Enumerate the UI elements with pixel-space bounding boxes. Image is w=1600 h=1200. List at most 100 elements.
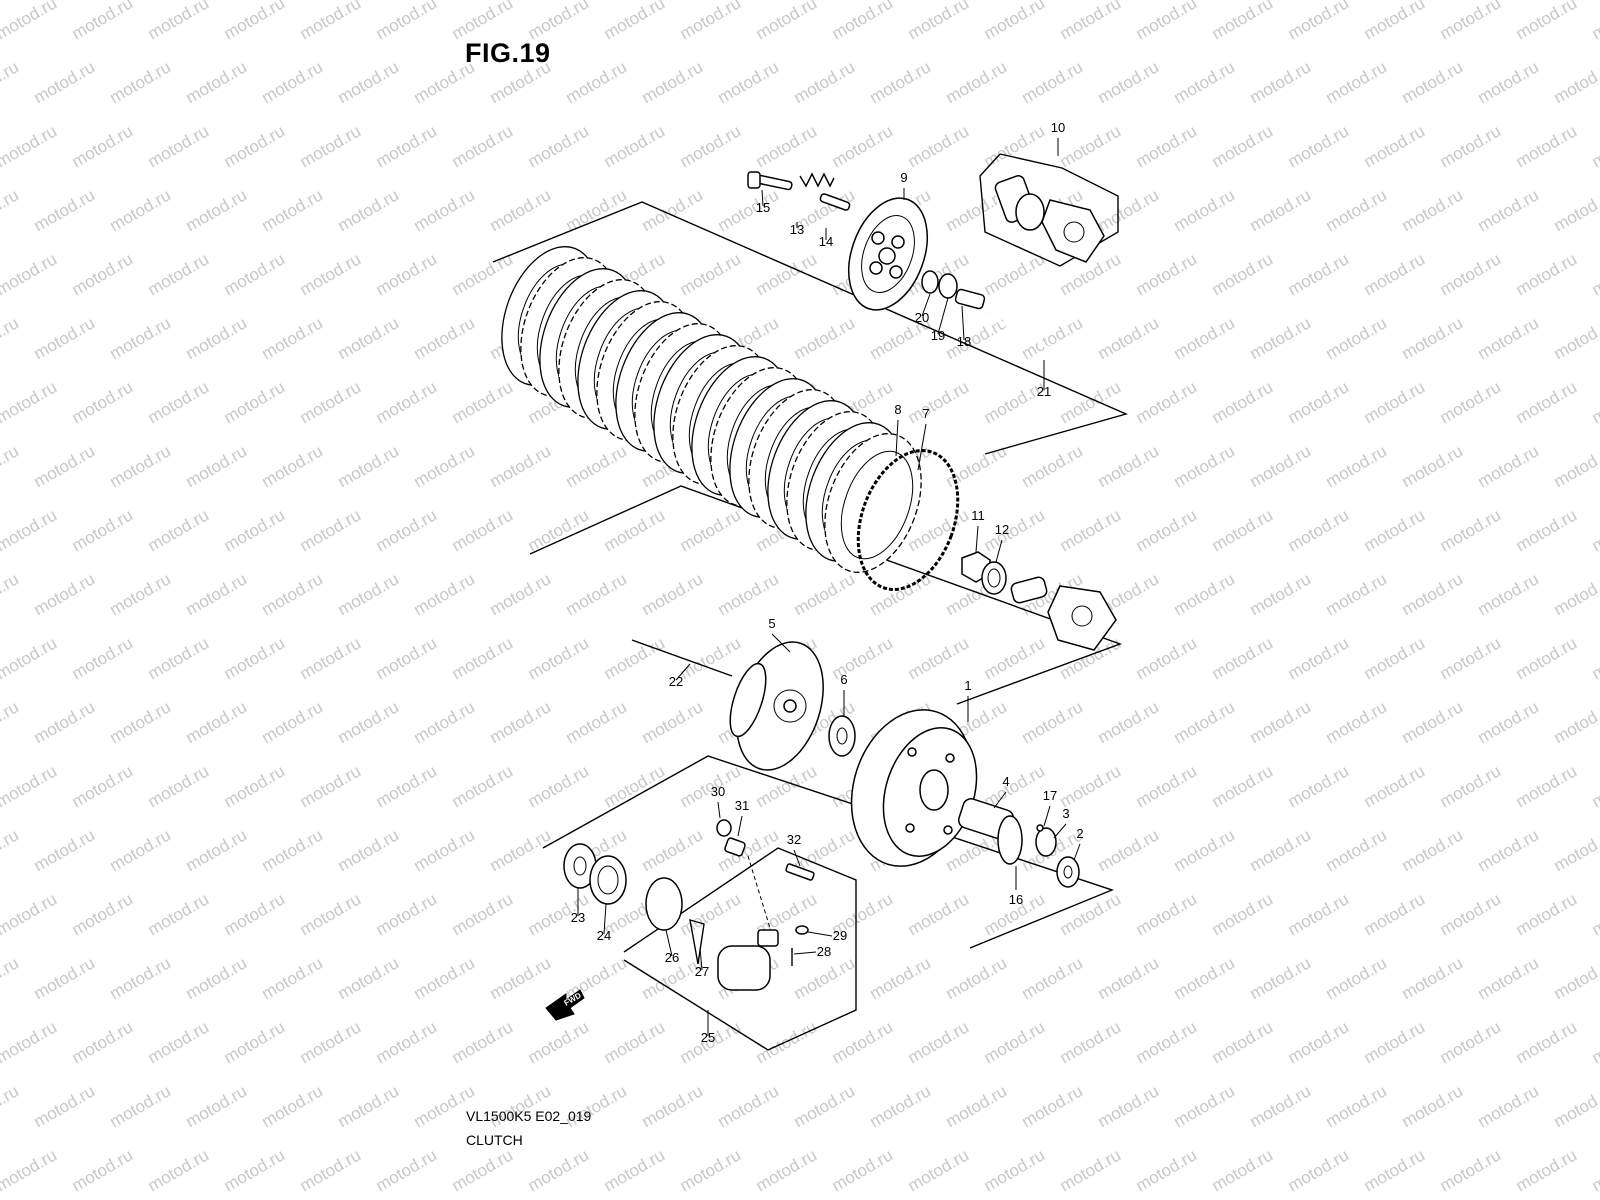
watermark-text: motod.ru [1437,1017,1505,1067]
watermark-text: motod.ru [1361,121,1429,171]
callout-number: 6 [840,672,847,687]
callout-number: 4 [1002,774,1009,789]
watermark-text: motod.ru [1361,1145,1429,1195]
watermark-text: motod.ru [601,1017,669,1067]
watermark-text: motod.ru [753,0,821,43]
watermark-text: motod.ru [183,569,251,619]
watermark-text: motod.ru [1095,697,1163,747]
watermark-text: motod.ru [1323,825,1391,875]
watermark-text: motod.ru [259,697,327,747]
callout-leader-line [675,663,691,681]
watermark-text: motod.ru [297,121,365,171]
callout-leader-line [975,525,979,553]
watermark-text: motod.ru [183,441,251,491]
watermark-text: motod.ru [297,377,365,427]
watermark-text: motod.ru [715,1081,783,1131]
watermark-text: motod.ru [373,121,441,171]
watermark-text: motod.ru [31,57,99,107]
callout-leader-line [895,419,899,457]
watermark-text: motod.ru [791,953,859,1003]
watermark-text: motod.ru [1399,1081,1467,1131]
watermark-text: motod.ru [1361,633,1429,683]
watermark-text: motod.ru [487,953,555,1003]
callout-number: 16 [1009,892,1023,907]
watermark-text: motod.ru [449,889,517,939]
callout-number: 23 [571,910,585,925]
watermark-text: motod.ru [335,953,403,1003]
watermark-text: motod.ru [449,0,517,43]
watermark-text: motod.ru [1133,121,1201,171]
watermark-text: motod.ru [1361,0,1429,43]
callout-number: 1 [964,678,971,693]
watermark-text: motod.ru [1475,441,1543,491]
watermark-text: motod.ru [183,825,251,875]
watermark-text: motod.ru [1171,953,1239,1003]
watermark-text: motod.ru [1171,1081,1239,1131]
watermark-text: motod.ru [335,441,403,491]
watermark-text: motod.ru [297,505,365,555]
watermark-text: motod.ru [1285,121,1353,171]
watermark-text: motod.ru [221,0,289,43]
watermark-text: motod.ru [1019,697,1087,747]
watermark-text: motod.ru [449,121,517,171]
watermark-text: motod.ru [107,569,175,619]
watermark-text: motod.ru [943,57,1011,107]
watermark-text: motod.ru [525,121,593,171]
watermark-text: motod.ru [411,953,479,1003]
clutch-ring [856,449,960,591]
watermark-text: motod.ru [335,57,403,107]
watermark-text: motod.ru [69,121,137,171]
callout-numbers: 1234567891011121314151617181920212223242… [571,120,1084,1045]
watermark-text: motod.ru [905,0,973,43]
watermark-text: motod.ru [0,697,22,747]
push-rod-21 [985,312,1113,384]
driven-plate [824,433,922,573]
watermark-text: motod.ru [31,825,99,875]
watermark-text: motod.ru [1095,1081,1163,1131]
watermark-text: motod.ru [69,889,137,939]
callout-number: 28 [817,944,831,959]
watermark-text: motod.ru [0,57,22,107]
watermark-text: motod.ru [1589,761,1600,811]
watermark-text: motod.ru [1437,761,1505,811]
watermark-text: motod.ru [221,1017,289,1067]
watermark-text: motod.ru [1133,889,1201,939]
callout-number: 14 [819,234,833,249]
watermark-text: motod.ru [1475,569,1543,619]
callout-leader-line [665,929,673,957]
watermark-text: motod.ru [373,249,441,299]
watermark-text: motod.ru [297,761,365,811]
watermark-text: motod.ru [183,953,251,1003]
watermark-text: motod.ru [829,633,897,683]
callout-leader-line [793,951,817,955]
watermark-text: motod.ru [1589,249,1600,299]
watermark-text: motod.ru [1399,57,1467,107]
callout-number: 19 [931,328,945,343]
watermark-text: motod.ru [1323,313,1391,363]
watermark-text: motod.ru [1323,697,1391,747]
watermark-text: motod.ru [1247,569,1315,619]
watermark-text: motod.ru [525,1017,593,1067]
watermark-text: motod.ru [1247,185,1315,235]
watermark-text: motod.ru [1475,953,1543,1003]
callout-leader-line [961,305,965,341]
watermark-text: motod.ru [1361,761,1429,811]
watermark-text: motod.ru [297,1017,365,1067]
watermark-text: motod.ru [601,1145,669,1195]
callout-leader-line [699,947,703,971]
watermark-text: motod.ru [449,377,517,427]
watermark-text: motod.ru [639,825,707,875]
spring-bolt-parts [747,171,851,211]
watermark-text: motod.ru [107,697,175,747]
callout-leader-line [993,791,1007,809]
figure-caption: CLUTCH [466,1132,523,1148]
watermark-text: motod.ru [259,313,327,363]
watermark-text: motod.ru [1057,121,1125,171]
watermark-text: motod.ru [297,0,365,43]
watermark-text: motod.ru [373,377,441,427]
watermark-text: motod.ru [981,633,1049,683]
callout-number: 9 [900,170,907,185]
watermark-text: motod.ru [1589,1017,1600,1067]
watermark-text: motod.ru [1513,377,1581,427]
watermark-text: motod.ru [107,953,175,1003]
